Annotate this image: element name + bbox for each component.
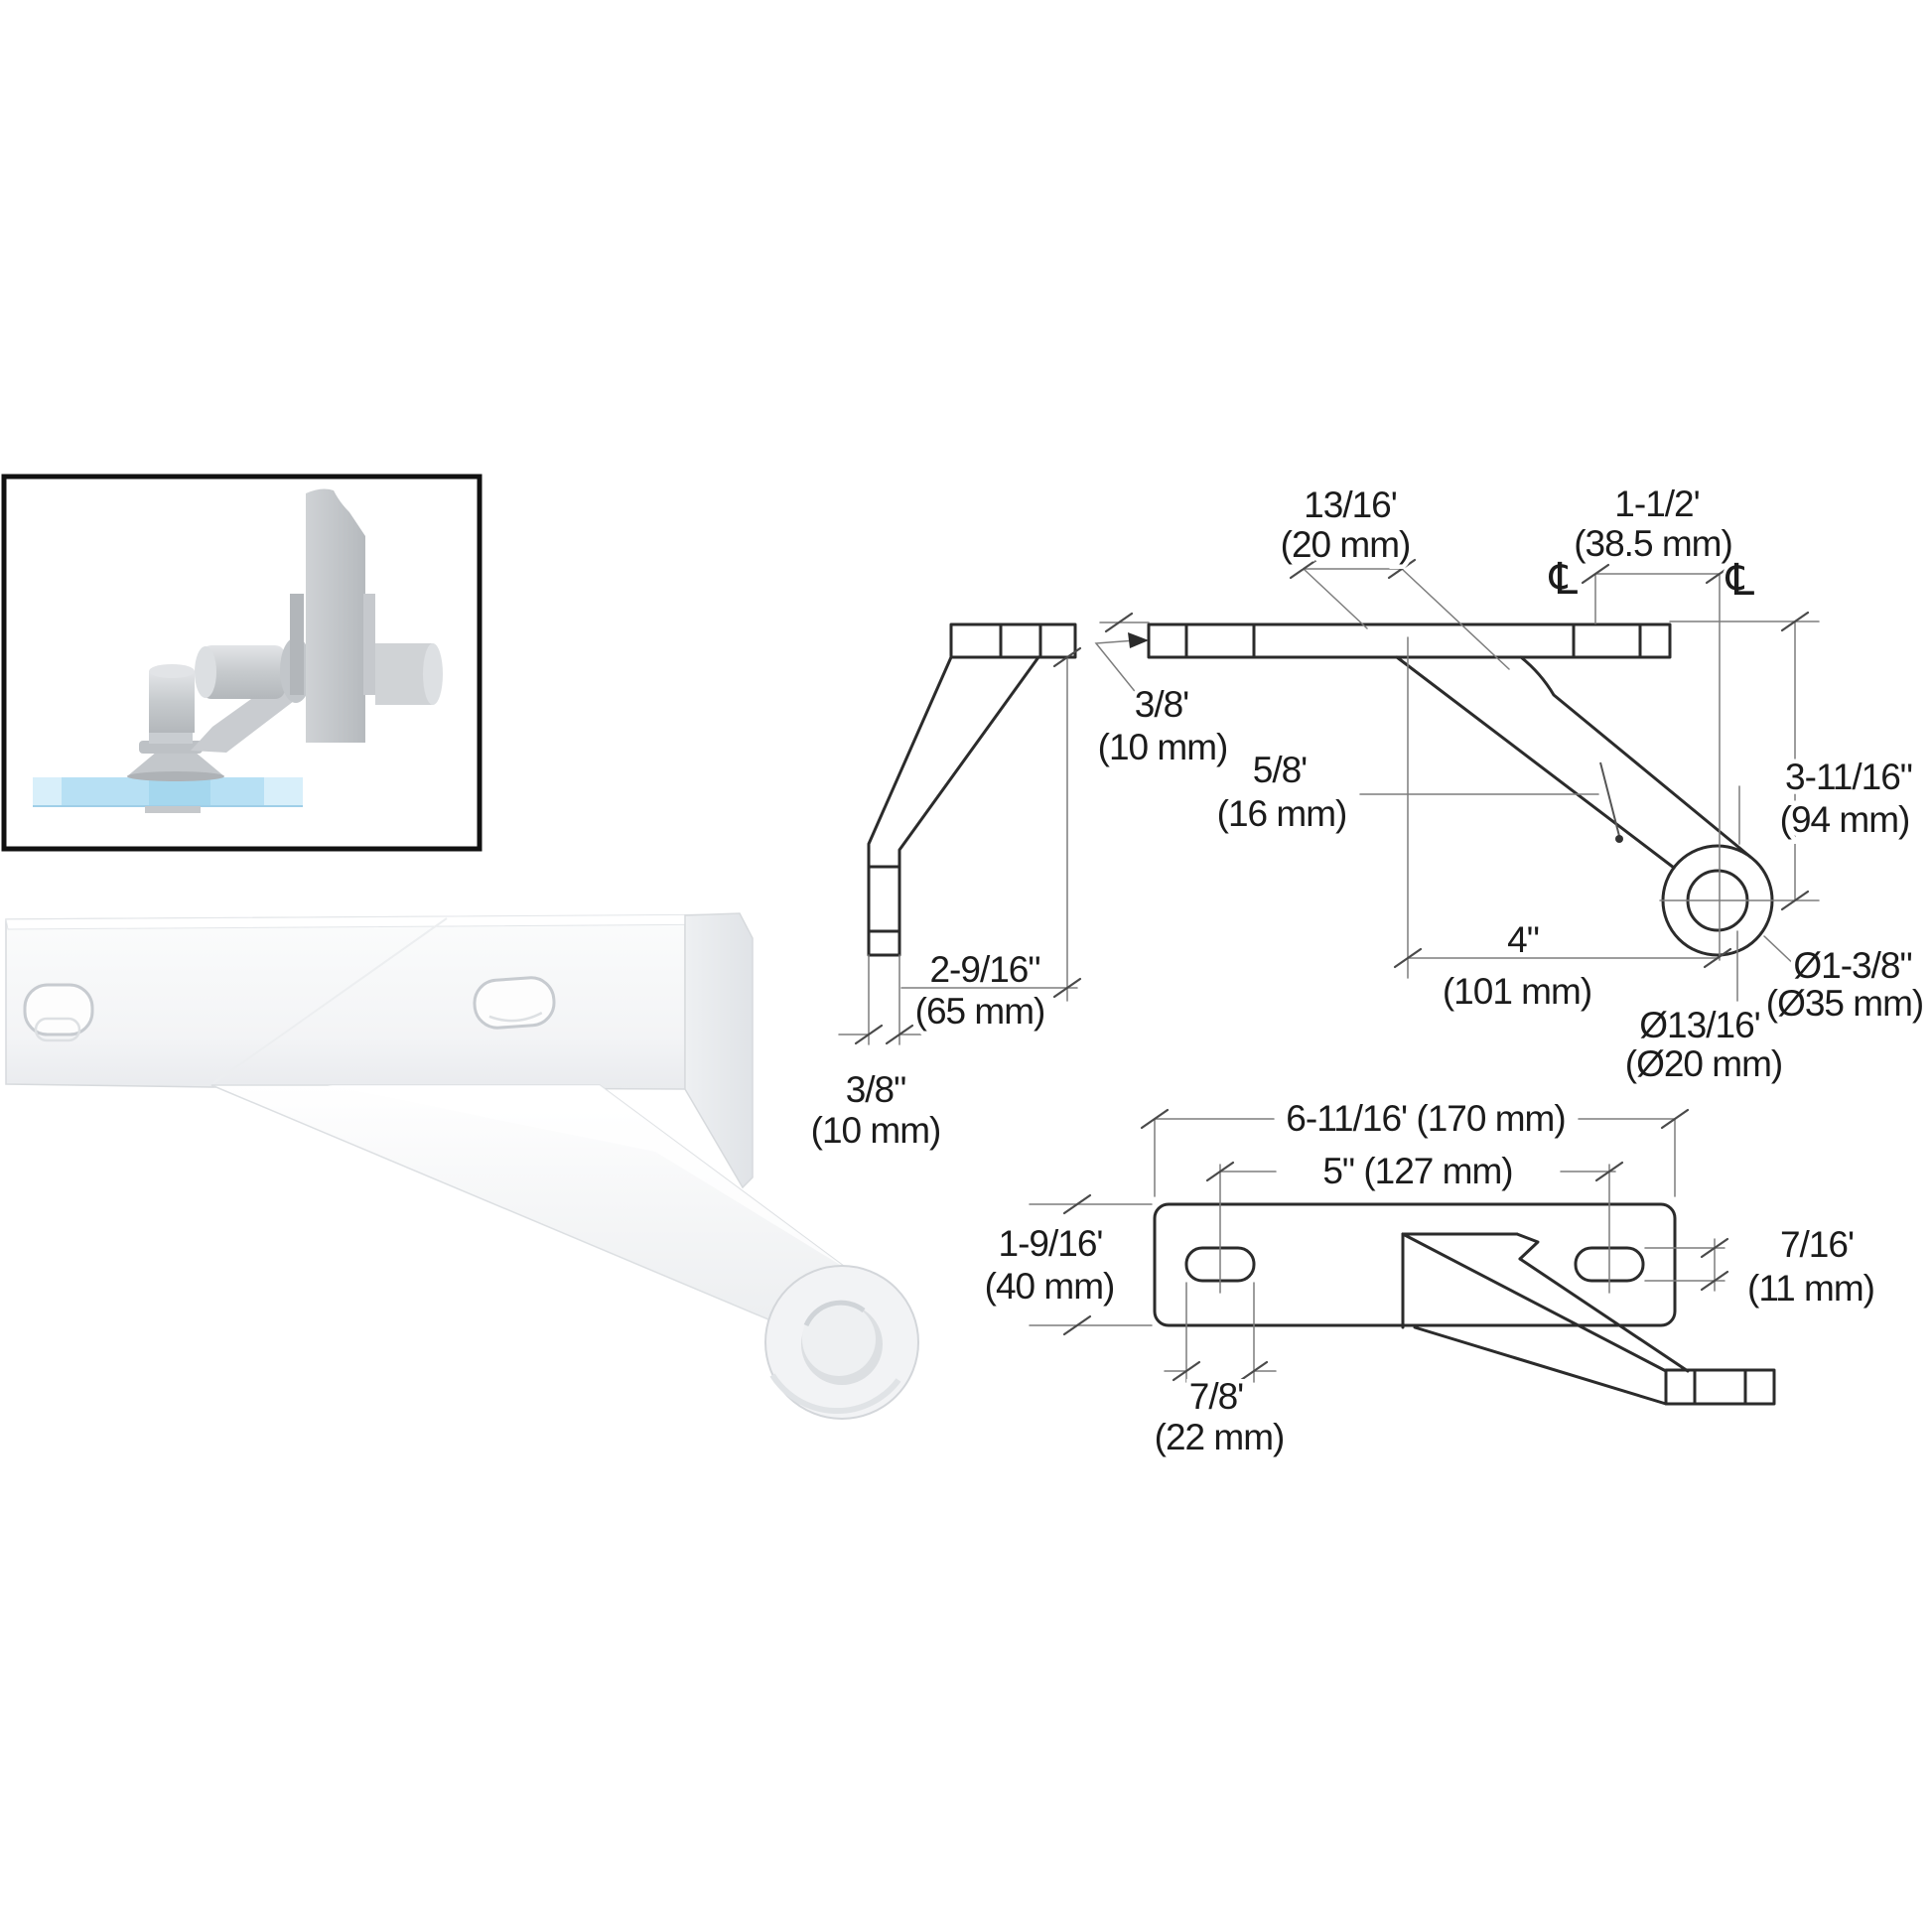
dim-reach-mm: (101 mm) [1443,971,1591,1012]
render-plate [5,914,686,1090]
dim-hole: 5/8' [1253,750,1308,790]
view-side: 2-9/16" (65 mm) 3/8" (10 mm) [806,622,1082,1156]
centerline-symbol-right: ℄ [1725,556,1755,605]
plan-outline [1153,1202,1776,1406]
plan-dim-ticks [1062,1108,1729,1382]
fitting-clamp [290,594,304,695]
dim-plate-thickness: 3/8' [1135,684,1189,725]
side-dim-lines [838,656,1078,1045]
glass-fin [306,488,365,743]
dim-offset-mm: (38.5 mm) [1574,523,1732,564]
dim-plate-length: 6-11/16' (170 mm) [1286,1098,1565,1139]
side-dim-ticks [854,646,1082,1045]
dim-boss-od: Ø1-3/8" [1793,945,1911,986]
render-slot-left [23,983,94,1042]
dim-slot-length: 7/8' [1189,1376,1244,1417]
inset-photo [1,474,483,852]
elevation-dim-ticks [1104,558,1810,969]
view-elevation: 13/16' (20 mm) 1-1/2' (38.5 mm) ℄ ℄ 3/8'… [1093,480,1929,1089]
arm-hole-dot [1615,835,1623,843]
dim-offset: 1-1/2' [1614,483,1699,524]
fitting-bolt [149,671,195,733]
arm-hole-line [1599,761,1621,841]
dim-hole-mm: (16 mm) [1217,793,1347,834]
view-plan: 6-11/16' (170 mm) 5" (127 mm) 1-9/16' (4… [980,1094,1879,1462]
centerline-symbol-left: ℄ [1549,555,1579,604]
dim-side-width: 3/8" [846,1069,906,1110]
dim-slot-width: 7/16' [1780,1224,1854,1265]
dim-slot-length-mm: (22 mm) [1155,1417,1285,1457]
dim-arm-width: 13/16' [1304,484,1397,525]
dim-side-width-mm: (10 mm) [811,1110,941,1151]
dim-drop-mm: (94 mm) [1780,799,1910,840]
elevation-dim-lines [1094,568,1820,1002]
dim-boss-id-mm: (Ø20 mm) [1625,1043,1783,1084]
render-ring [764,1265,919,1420]
dim-side-height: 2-9/16" [929,949,1039,990]
dim-reach: 4" [1507,919,1539,960]
dim-plate-depth-mm: (40 mm) [985,1266,1115,1307]
dim-boss-id: Ø13/16' [1639,1005,1759,1045]
render-plate-end [684,912,754,1189]
plan-dim-lines [1029,1118,1725,1383]
side-outline [867,622,1077,957]
fitting-hub [202,645,285,699]
dim-plate-thickness-mm: (10 mm) [1098,727,1228,767]
dim-holes-cc: 5" (127 mm) [1322,1151,1512,1191]
fitting-foot [127,752,224,776]
glass-pane [33,777,303,807]
elevation-outline [1147,622,1774,957]
product-render [5,912,919,1420]
leader-arrowhead [1128,632,1149,648]
render-slot-right [473,976,556,1030]
dim-boss-od-mm: (Ø35 mm) [1766,983,1924,1024]
dim-side-height-mm: (65 mm) [915,991,1045,1032]
dim-plate-depth: 1-9/16' [999,1223,1103,1264]
dim-arm-width-mm: (20 mm) [1281,524,1411,565]
glass-pad [145,806,201,813]
dim-slot-width-mm: (11 mm) [1747,1268,1874,1309]
dim-drop: 3-11/16" [1785,757,1912,797]
inset-fitting-render [33,488,443,813]
